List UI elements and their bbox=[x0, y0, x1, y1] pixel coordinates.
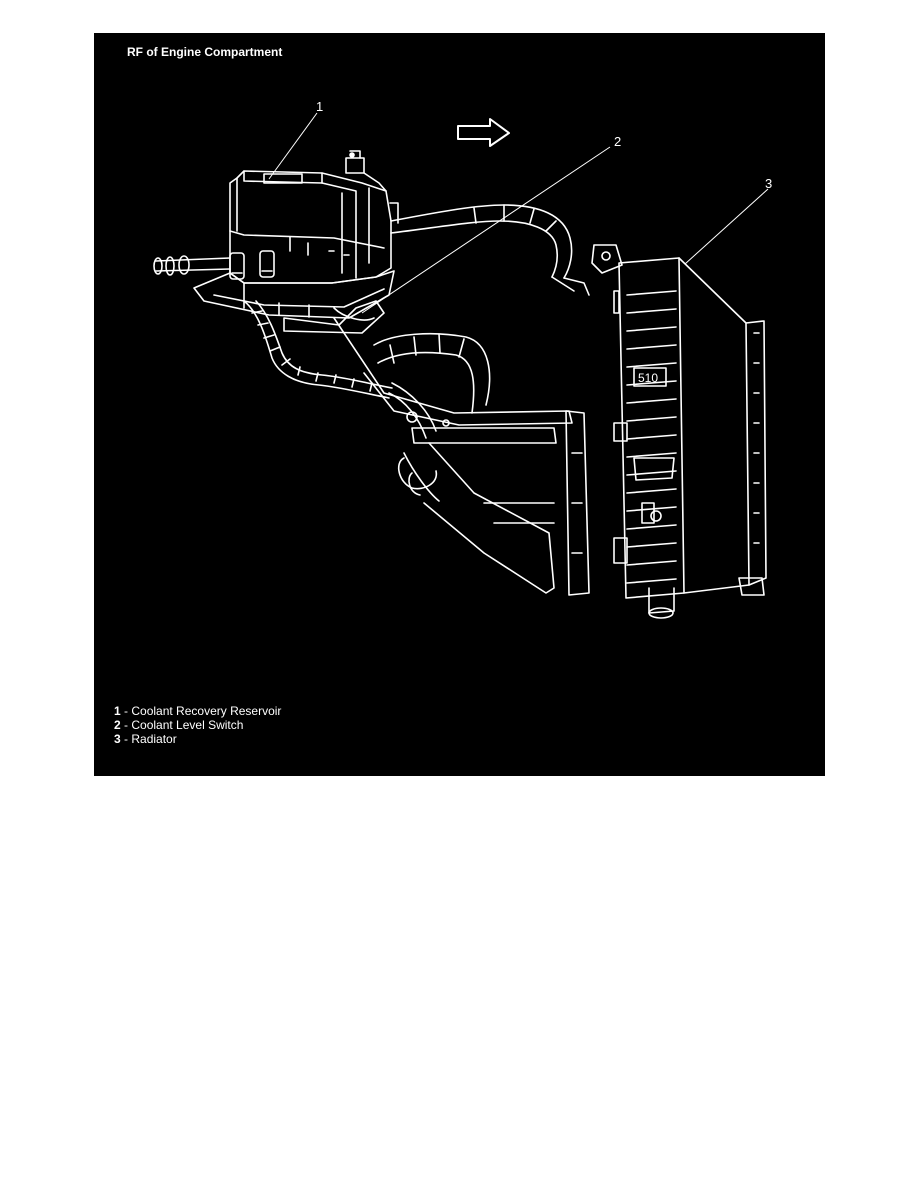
right-arrow-icon bbox=[457, 118, 510, 147]
lower-coolant-hose bbox=[373, 332, 491, 414]
callout-1-leader bbox=[268, 112, 318, 180]
legend-item: 2 - Coolant Level Switch bbox=[114, 718, 281, 732]
reservoir-tray bbox=[193, 270, 395, 321]
callout-1-number: 1 bbox=[316, 99, 324, 114]
legend-item-label: Radiator bbox=[131, 732, 177, 746]
legend-separator: - bbox=[120, 704, 132, 718]
reservoir-hose-fittings bbox=[229, 250, 275, 280]
figure-title: RF of Engine Compartment bbox=[127, 45, 283, 59]
legend-separator: - bbox=[120, 732, 132, 746]
callout-2-leader bbox=[361, 146, 611, 314]
legend-item-label: Coolant Recovery Reservoir bbox=[131, 704, 282, 718]
legend-item: 3 - Radiator bbox=[114, 732, 281, 746]
legend-item-label: Coolant Level Switch bbox=[131, 718, 244, 732]
lower-hose-end bbox=[397, 457, 438, 496]
upper-coolant-hose bbox=[390, 204, 590, 296]
callout-legend: 1 - Coolant Recovery Reservoir 2 - Coola… bbox=[114, 704, 281, 746]
radiator bbox=[591, 244, 767, 619]
callout-3-leader bbox=[684, 188, 769, 265]
legend-item-number: 1 bbox=[114, 704, 121, 718]
coolant-level-switch bbox=[243, 300, 437, 439]
component-illustration: 510 bbox=[153, 112, 769, 619]
legend-item: 1 - Coolant Recovery Reservoir bbox=[114, 704, 281, 718]
callout-leaders bbox=[268, 112, 769, 314]
legend-item-number: 3 bbox=[114, 732, 121, 746]
coolant-recovery-reservoir bbox=[229, 150, 399, 284]
legend-item-number: 2 bbox=[114, 718, 121, 732]
callout-2-number: 2 bbox=[614, 134, 622, 149]
legend-separator: - bbox=[120, 718, 132, 732]
callout-3-number: 3 bbox=[765, 176, 773, 191]
radiator-stamp: 510 bbox=[638, 371, 658, 385]
radiator-support-bracket bbox=[333, 317, 590, 596]
vent-hose bbox=[153, 255, 231, 276]
engine-compartment-figure: 510 RF of Engine Compartment 1 2 3 1 - C… bbox=[94, 33, 825, 776]
